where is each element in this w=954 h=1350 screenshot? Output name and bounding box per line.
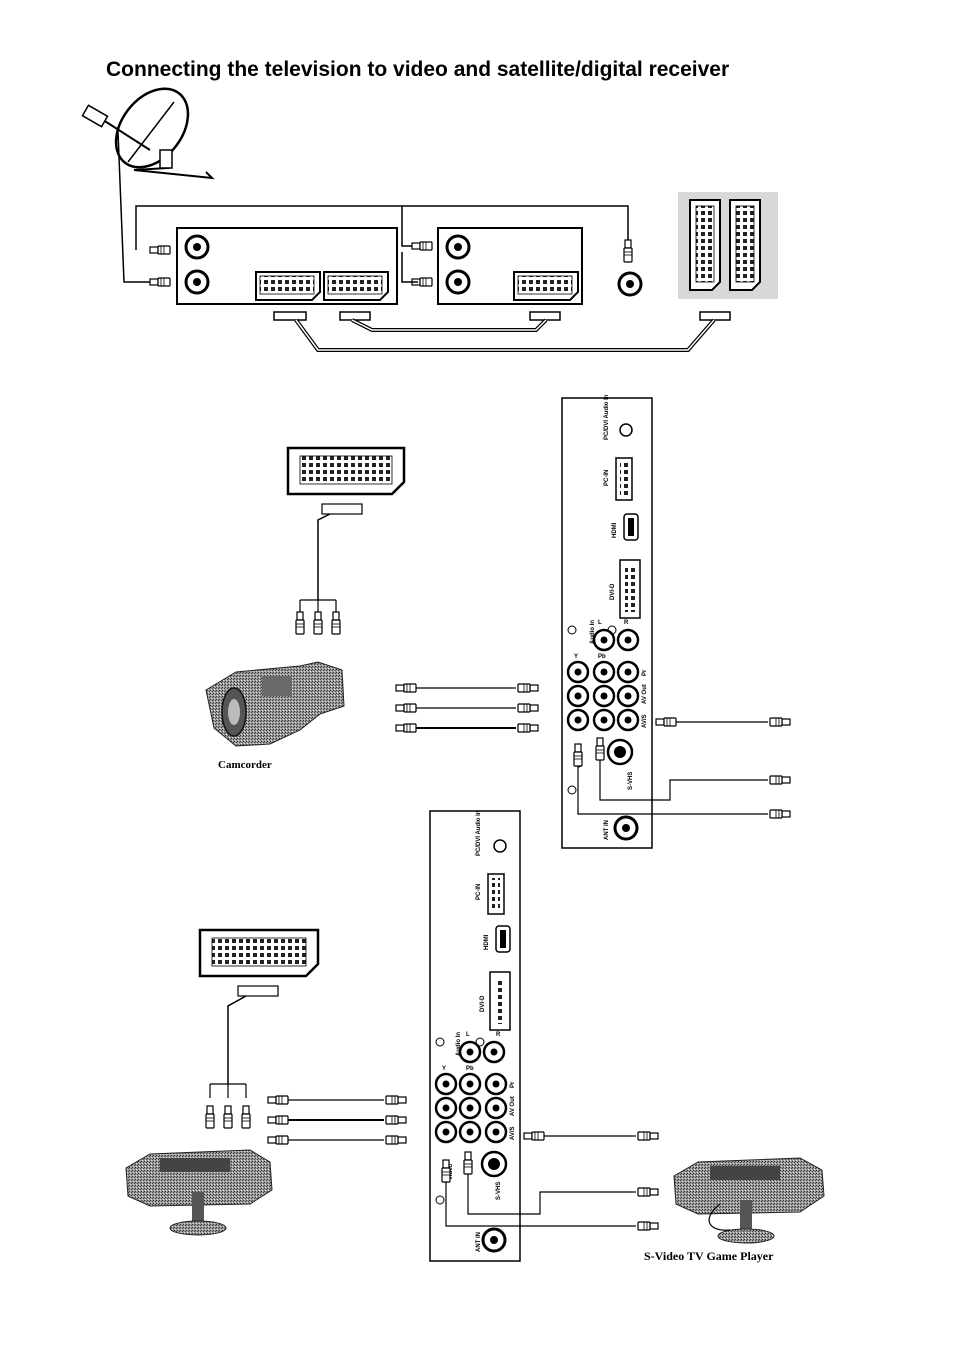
dvi-d-label: DVI-D — [610, 583, 616, 600]
scart-cable — [274, 312, 730, 350]
svg-text:PC-IN: PC-IN — [604, 470, 610, 486]
svg-text:HDMI: HDMI — [484, 934, 490, 950]
s-vhs-label: S-VHS — [628, 772, 634, 790]
pb-label-2: Pb — [466, 1066, 474, 1072]
r-label-2: R — [496, 1032, 501, 1038]
scart-connector-1 — [288, 448, 404, 634]
svg-text:PC-IN: PC-IN — [476, 884, 482, 900]
hdmi-label-2: HDMI — [484, 934, 490, 950]
camcorder-av-cables — [396, 684, 538, 732]
l-label-2: L — [466, 1032, 470, 1038]
y-label-2: Y — [442, 1066, 446, 1072]
camcorder-icon — [206, 662, 344, 746]
svg-text:Pr: Pr — [642, 669, 648, 676]
pb-label: Pb — [598, 654, 606, 660]
ant-in-label: ANT IN — [604, 820, 610, 840]
l-label: L — [598, 620, 602, 626]
pr-label-2: Pr — [510, 1081, 516, 1088]
tv-back-panel-1: PC/DVI Audio In PC-IN HDMI DVI-D Audio I… — [562, 394, 652, 848]
pr-label: Pr — [642, 669, 648, 676]
pc-in-label: PC-IN — [604, 470, 610, 486]
audio-in-label: Audio In — [590, 620, 596, 644]
s-vhs-label-2: S-VHS — [496, 1182, 502, 1200]
game-av-cables — [268, 1096, 406, 1144]
av-out-label-2: AV Out — [510, 1096, 516, 1116]
y-label: Y — [574, 654, 578, 660]
svideo-game-player-label: S-Video TV Game Player — [644, 1249, 774, 1263]
video-recorder — [402, 228, 582, 304]
av-s-label: AV/S — [642, 714, 648, 728]
svg-text:DVI-D: DVI-D — [480, 995, 486, 1012]
av-out-label: AV Out — [642, 684, 648, 704]
svideo-game-console-icon — [674, 1158, 824, 1243]
svg-text:S-VHS: S-VHS — [628, 772, 634, 790]
svg-text:AV/S: AV/S — [642, 714, 648, 728]
av-s-label-2: AV/S — [510, 1126, 516, 1140]
svg-text:HDMI: HDMI — [612, 522, 618, 538]
audio-in-label-2: Audio In — [456, 1032, 462, 1056]
satellite-dish-icon — [82, 75, 212, 181]
svg-text:AV/S: AV/S — [510, 1126, 516, 1140]
game-console-icon — [126, 1150, 272, 1235]
svg-text:Pr: Pr — [510, 1081, 516, 1088]
svg-text:Audio In: Audio In — [590, 620, 596, 644]
pc-audio-in-label-2: PC/DVI Audio In — [476, 810, 482, 856]
pc-audio-in-label: PC/DVI Audio In — [604, 394, 610, 440]
hdmi-label: HDMI — [612, 522, 618, 538]
svg-text:Audio In: Audio In — [456, 1032, 462, 1056]
r-label: R — [624, 620, 629, 626]
svg-text:ANT IN: ANT IN — [604, 820, 610, 840]
svg-text:ANT IN: ANT IN — [476, 1232, 482, 1252]
dvi-d-label-2: DVI-D — [480, 995, 486, 1012]
ant-in-label-2: ANT IN — [476, 1232, 482, 1252]
camcorder-label: Camcorder — [218, 759, 272, 771]
svg-text:AV Out: AV Out — [642, 684, 648, 704]
antenna-output — [619, 240, 641, 295]
scart-connector-2 — [200, 930, 318, 1128]
svg-text:DVI-D: DVI-D — [610, 583, 616, 600]
digital-receiver — [150, 228, 397, 304]
svg-text:S-VHS: S-VHS — [496, 1182, 502, 1200]
svg-text:AV Out: AV Out — [510, 1096, 516, 1116]
tv-scart-panel — [678, 192, 778, 299]
svg-text:PC/DVI Audio In: PC/DVI Audio In — [476, 810, 482, 856]
svg-text:PC/DVI Audio In: PC/DVI Audio In — [604, 394, 610, 440]
pc-in-label-2: PC-IN — [476, 884, 482, 900]
tv-back-panel-2: PC/DVI Audio In PC-IN HDMI DVI-D Audio I… — [430, 810, 520, 1261]
